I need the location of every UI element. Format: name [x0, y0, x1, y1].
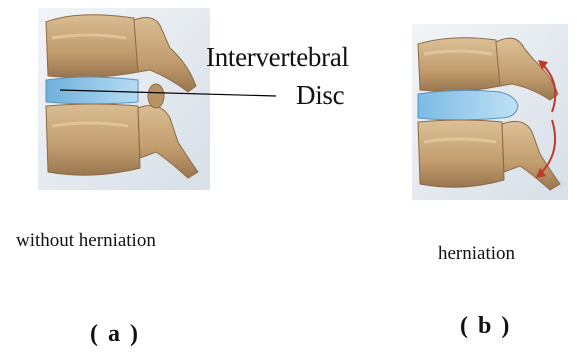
disc-label-line2: Disc [296, 82, 344, 109]
spine-illustration-normal [38, 8, 210, 190]
spine-illustration-herniation [412, 24, 568, 200]
panel-letter-a: ( a ) [90, 322, 140, 346]
disc-label-line1: Intervertebral [206, 44, 349, 71]
caption-herniation: herniation [438, 244, 515, 263]
panel-letter-b: ( b ) [460, 314, 511, 338]
caption-without-herniation: without herniation [16, 231, 156, 250]
